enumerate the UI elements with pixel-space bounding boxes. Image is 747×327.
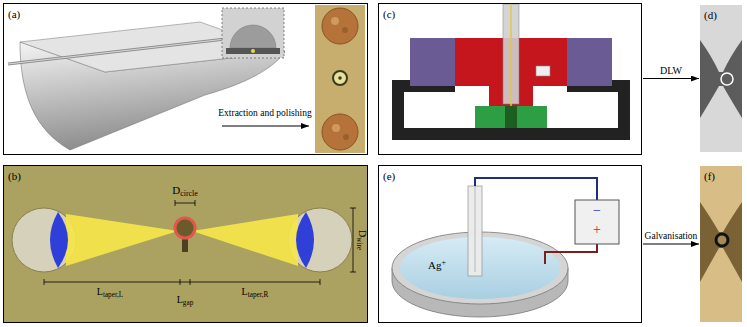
- dimension-line: [44, 200, 356, 285]
- figure-panel: (e): [378, 165, 642, 323]
- galvanised-image: [700, 166, 742, 322]
- dimension-line: [195, 200, 196, 206]
- galvanised-image: [700, 166, 742, 322]
- microscope-image: [296, 212, 314, 268]
- process-caption: Extraction and polishing: [218, 108, 311, 119]
- galvanic-bath: [475, 186, 476, 272]
- cross-section-inset: [230, 25, 276, 48]
- holder-cross-section: [410, 38, 455, 86]
- process-arrow: [222, 126, 309, 127]
- microscope-image: [192, 214, 298, 266]
- panel-letter: (e): [383, 170, 395, 183]
- wire: [545, 244, 597, 264]
- fibre-end-photo: [322, 114, 358, 150]
- microscope-image: [4, 166, 367, 322]
- dimension-line: [44, 282, 320, 283]
- terminal-sign: +: [593, 222, 601, 238]
- fibre-end-photo: [315, 5, 365, 153]
- galvanised-image: [700, 248, 742, 322]
- fibre-end-photo: [338, 76, 342, 80]
- dlw-image: [721, 73, 733, 85]
- wire: [475, 178, 597, 200]
- process-step-label: Galvanisation: [644, 231, 699, 241]
- power-supply: [575, 200, 619, 244]
- holder-cross-section: [510, 4, 512, 106]
- dimension-line: [175, 203, 195, 204]
- fibre-end-photo: [331, 17, 339, 25]
- optical-fibre: [8, 34, 243, 64]
- holder-cross-section: [536, 66, 550, 76]
- panel-letter: (d): [704, 9, 717, 22]
- figure-panel: (a): [3, 3, 368, 155]
- cross-section-inset: [251, 49, 255, 53]
- power-supply: [575, 200, 619, 244]
- holder-cross-section: [475, 106, 547, 128]
- dlw-image: [700, 5, 742, 152]
- dlw-image: [700, 5, 742, 152]
- process-arrow: [222, 126, 309, 127]
- process-arrow: [643, 78, 699, 79]
- fibre-end-photo: [322, 8, 358, 44]
- figure-panel: (d): [700, 5, 742, 152]
- fibre-end-photo: [332, 124, 340, 132]
- dimension-line: [320, 279, 321, 285]
- dimension-line: [175, 200, 176, 206]
- dimension-label: Ltaper,R: [242, 286, 269, 299]
- figure-panel: (c): [378, 3, 642, 155]
- microscope-image: [50, 212, 68, 268]
- dimension-label: Dcircle: [172, 184, 198, 198]
- cross-section-inset: [222, 8, 284, 58]
- holder-cross-section: [505, 106, 517, 128]
- process-step-label: DLW: [659, 65, 683, 76]
- dimension-line: [180, 279, 181, 285]
- dimension-label: Ltaper,L: [97, 286, 123, 299]
- galvanised-image: [716, 234, 728, 246]
- panel-letter: (c): [383, 8, 395, 21]
- dimension-line: [350, 272, 356, 273]
- microscope-image: [66, 214, 178, 266]
- dimension-line: [190, 279, 191, 285]
- panel-letter: (b): [8, 170, 21, 183]
- dimension-line: [350, 208, 356, 209]
- cross-section-inset: [226, 48, 280, 54]
- galvanised-image: [700, 166, 742, 232]
- holder-cross-section: [392, 4, 630, 140]
- process-arrow: [643, 244, 699, 245]
- galvanic-bath: [392, 186, 568, 317]
- dimension-line: [44, 279, 45, 285]
- fibre-end-photo: [343, 134, 349, 140]
- panel-letter: (a): [8, 8, 20, 21]
- dimension-label: Dwire: [354, 230, 367, 250]
- microscope-image: [4, 166, 367, 322]
- galvanic-bath: [468, 186, 482, 276]
- optical-fibre: [8, 37, 243, 64]
- fibre-end-photo: [315, 5, 365, 153]
- dimension-label: Lgap: [177, 294, 194, 307]
- dlw-image: [700, 86, 742, 152]
- fibre-end-photo: [333, 71, 347, 85]
- fibre-end-photo: [342, 27, 348, 33]
- ion-label: Ag+: [428, 258, 446, 271]
- dlw-image: [700, 5, 742, 72]
- panel-letter: (f): [704, 170, 715, 183]
- optical-fibre: [8, 37, 243, 64]
- holder-cross-section: [567, 38, 612, 86]
- half-cylinder: [20, 22, 285, 150]
- microscope-image: [175, 218, 195, 238]
- dimension-line: [353, 208, 354, 272]
- terminal-sign: −: [593, 203, 601, 219]
- figure-panel: (f): [700, 166, 742, 322]
- cross-section-inset: [222, 8, 284, 58]
